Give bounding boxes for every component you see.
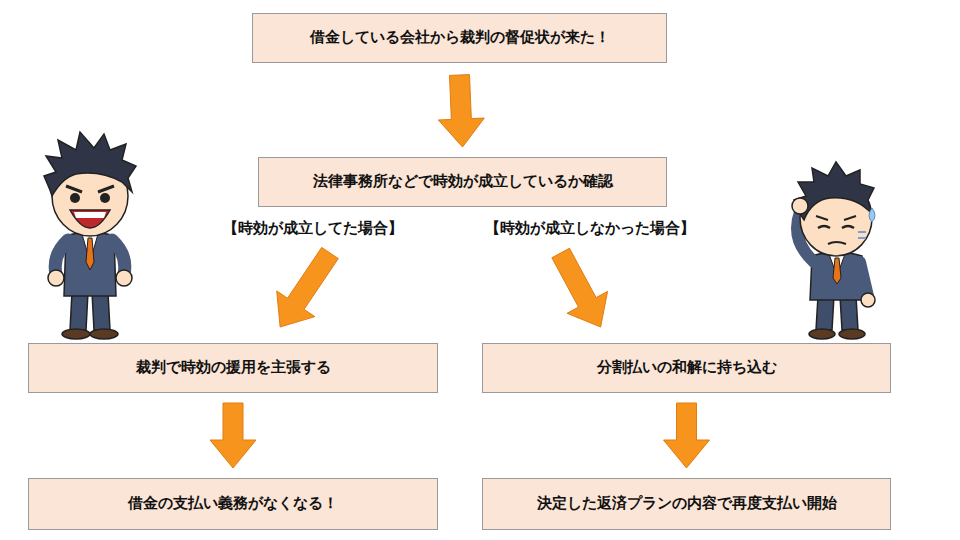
worried-man-figure	[792, 162, 875, 339]
flow-arrow	[277, 247, 339, 327]
flow-arrow	[438, 75, 484, 147]
process-box: 法律事務所などで時効が成立しているか確認	[258, 157, 667, 207]
branch-label: 【時効が成立しなかった場合】	[482, 218, 698, 239]
process-box: 決定した返済プランの内容で再度支払い開始	[482, 478, 891, 530]
flow-arrow	[210, 403, 256, 468]
flow-arrow	[664, 403, 710, 468]
process-box: 裁判で時効の援用を主張する	[28, 343, 438, 393]
flow-arrow	[552, 248, 608, 327]
box-text: 裁判で時効の援用を主張する	[126, 358, 341, 378]
branch-label: 【時効が成立してた場合】	[220, 218, 406, 239]
process-box: 借金の支払い義務がなくなる！	[28, 478, 438, 530]
happy-man-figure	[44, 132, 136, 339]
box-text: 借金の支払い義務がなくなる！	[118, 494, 348, 514]
box-text: 分割払いの和解に持ち込む	[587, 358, 787, 378]
process-box: 分割払いの和解に持ち込む	[482, 343, 891, 393]
process-box: 借金している会社から裁判の督促状が来た！	[252, 13, 667, 63]
box-text: 法律事務所などで時効が成立しているか確認	[303, 172, 623, 192]
box-text: 決定した返済プランの内容で再度支払い開始	[527, 494, 847, 514]
box-text: 借金している会社から裁判の督促状が来た！	[300, 28, 620, 48]
